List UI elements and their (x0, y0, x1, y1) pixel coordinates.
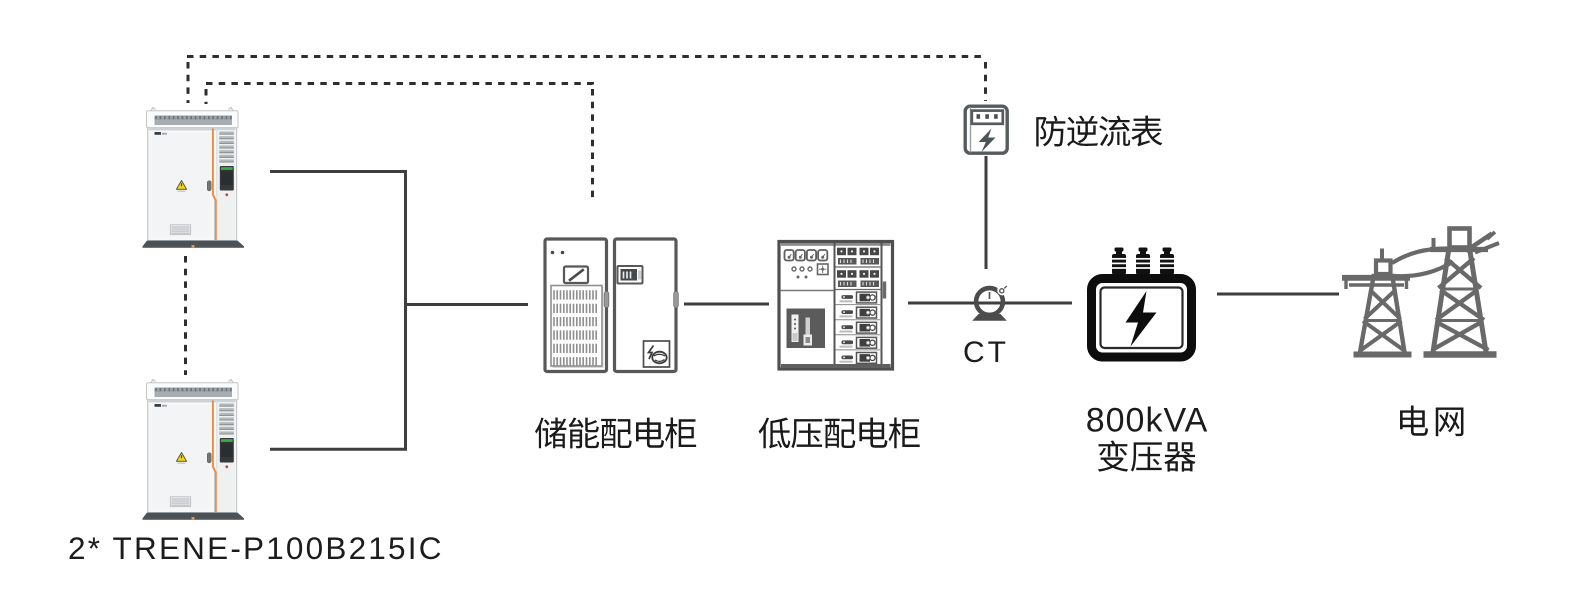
svg-text:2* TRENE-P100B215IC: 2* TRENE-P100B215IC (68, 530, 444, 566)
svg-text:800kVA: 800kVA (1086, 402, 1209, 440)
svg-text:CT: CT (963, 336, 1009, 369)
